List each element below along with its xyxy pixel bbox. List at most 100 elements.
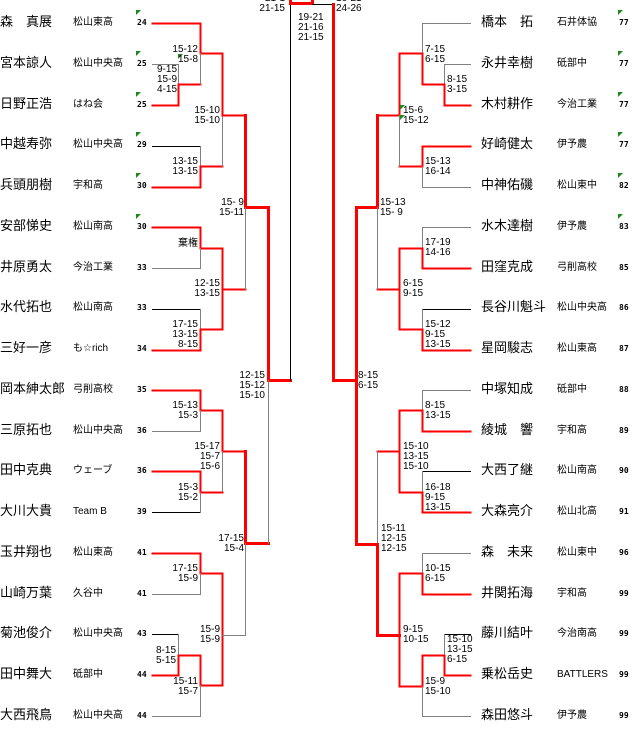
player-name[interactable]: 大森亮介 [481, 503, 534, 518]
player-name[interactable]: 藤川結叶 [481, 625, 534, 640]
player-seed: 77 [619, 140, 629, 149]
player-seed: 99 [619, 589, 629, 598]
player-team: 伊予農 [557, 139, 587, 150]
flag-icon [136, 92, 141, 97]
game-score: 13-15 [447, 644, 473, 655]
player-seed: 41 [137, 548, 147, 557]
player-name[interactable]: 田中克典 [0, 462, 53, 477]
player-name[interactable]: 水代拓也 [0, 299, 53, 314]
game-score: 15- 9 [380, 207, 403, 218]
player-team: 宇和高 [557, 588, 587, 599]
player-name[interactable]: 玉井翔也 [0, 544, 53, 559]
player-name[interactable]: 宮本諒人 [0, 55, 53, 70]
flag-icon [136, 214, 141, 219]
player-team: 松山中央高 [73, 139, 123, 150]
player-name[interactable]: 田窪克成 [481, 259, 534, 274]
player-name[interactable]: 井関拓海 [481, 585, 534, 600]
player-seed: 90 [619, 466, 629, 475]
player-name[interactable]: 兵頭朋樹 [0, 177, 53, 192]
game-score: 15-9 [156, 74, 177, 85]
player-name[interactable]: 大西了継 [481, 462, 534, 477]
player-name[interactable]: 綾城 響 [481, 422, 534, 437]
game-score: 6-15 [358, 380, 379, 391]
game-score: 棄権 [178, 238, 198, 249]
flag-icon [618, 214, 623, 219]
player-name[interactable]: 中神佑磯 [481, 177, 534, 192]
game-score: 15-3 [177, 482, 198, 493]
player-name[interactable]: 田中舞大 [0, 666, 53, 681]
player-name[interactable]: 岡本紳太郎 [0, 381, 66, 396]
player-name[interactable]: 大川大貴 [0, 503, 53, 518]
player-name[interactable]: 安部悌史 [0, 218, 53, 233]
player-seed: 89 [619, 426, 629, 435]
player-team: 砥部中 [557, 58, 587, 69]
player-name[interactable]: 乗松岳史 [481, 666, 534, 681]
player-seed: 99 [619, 670, 629, 679]
game-score: 10-15 [403, 634, 429, 645]
player-seed: 33 [137, 303, 147, 312]
player-name[interactable]: 中塚知成 [481, 381, 534, 396]
player-team: 松山東高 [557, 343, 597, 354]
game-score: 9-15 [425, 329, 446, 340]
game-score: 9-15 [425, 492, 446, 503]
player-team: 松山中央高 [73, 628, 123, 639]
player-team: 弓削高校 [557, 262, 597, 273]
player-name[interactable]: 三原拓也 [0, 422, 53, 437]
player-seed: 33 [137, 263, 147, 272]
player-name[interactable]: 水木達樹 [481, 218, 534, 233]
game-score: 15-12 [172, 44, 198, 55]
player-name[interactable]: 森 真展 [0, 14, 53, 29]
player-name[interactable]: 井原勇太 [0, 259, 53, 274]
player-name[interactable]: 長谷川魁斗 [481, 299, 547, 314]
game-score: 16-18 [425, 482, 451, 493]
player-seed: 99 [619, 629, 629, 638]
player-team: 今治南高 [557, 628, 597, 639]
player-seed: 87 [619, 344, 629, 353]
game-score: 13-15 [194, 288, 220, 299]
player-name[interactable]: 日野正浩 [0, 96, 53, 111]
player-seed: 36 [137, 426, 147, 435]
game-score: 16-14 [425, 166, 451, 177]
player-name[interactable]: 橋本 拓 [481, 14, 534, 29]
player-name[interactable]: 大西飛鳥 [0, 707, 53, 722]
game-score: 7-15 [425, 44, 446, 55]
player-name[interactable]: 永井幸樹 [481, 55, 534, 70]
player-name[interactable]: 菊池俊介 [0, 625, 53, 640]
game-score: 21-1 [259, 0, 285, 4]
player-name[interactable]: 星岡駿志 [481, 340, 534, 355]
game-score: 15-12 [403, 115, 429, 126]
game-score: 6-15 [447, 654, 468, 665]
game-score: 15-6 [403, 105, 424, 116]
player-name[interactable]: 山崎万葉 [0, 585, 53, 600]
game-score: 13-15 [403, 451, 429, 462]
match-score: 16-2124-26 [336, 0, 362, 14]
game-score: 13-15 [425, 339, 451, 350]
game-score: 15-10 [425, 686, 451, 697]
flag-icon [136, 132, 141, 137]
player-seed: 24 [137, 18, 147, 27]
player-name[interactable]: 好崎健太 [481, 136, 534, 151]
player-name[interactable]: 三好一彦 [0, 340, 53, 355]
player-team: 砥部中 [557, 384, 587, 395]
player-name[interactable]: 木村耕作 [481, 96, 534, 111]
player-name[interactable]: 森 未来 [481, 544, 534, 559]
player-team: 松山南高 [557, 465, 597, 476]
game-score: 15-11 [219, 207, 244, 218]
game-score: 17-19 [425, 237, 451, 248]
game-score: 15-13 [425, 156, 451, 167]
flag-icon [618, 173, 623, 178]
player-name[interactable]: 中越寿弥 [0, 136, 53, 151]
player-name[interactable]: 森田悠斗 [481, 707, 534, 722]
game-score: 15-7 [199, 451, 220, 462]
